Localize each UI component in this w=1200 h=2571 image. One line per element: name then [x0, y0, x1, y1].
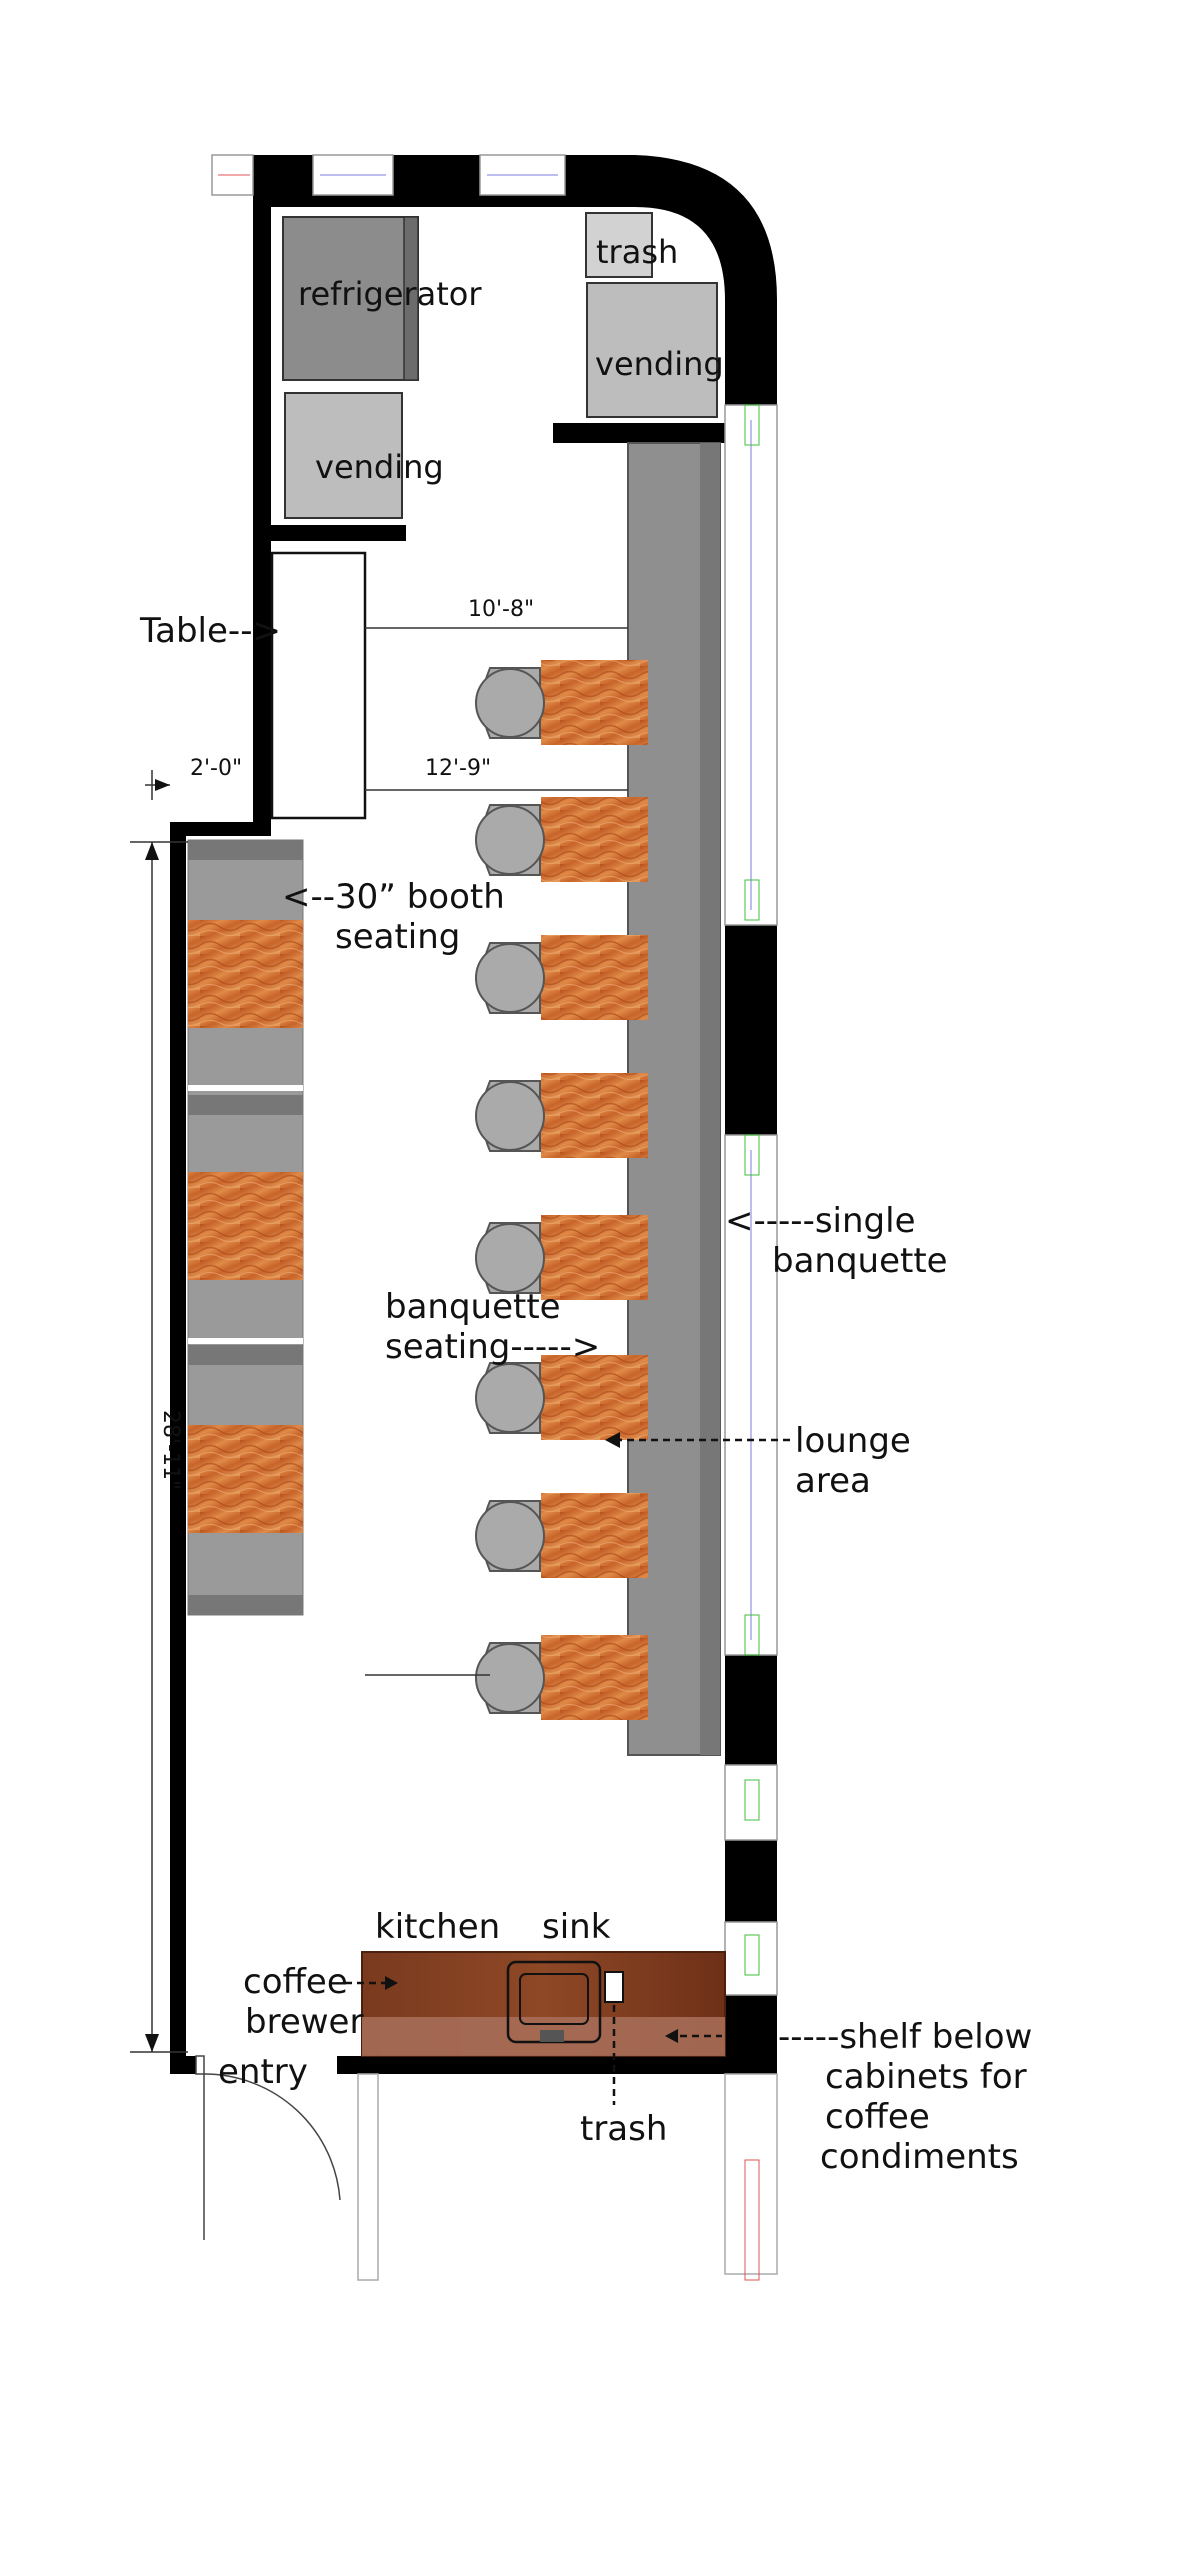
trash-bin-bottom [604, 1971, 624, 2003]
table-label: Table--> [139, 611, 281, 651]
kitchen-label: kitchen [375, 1907, 500, 1947]
trash-bottom-label: trash [580, 2109, 667, 2149]
trash-top-label: trash [596, 233, 678, 271]
booth-seating-label-2: seating [335, 917, 460, 957]
vending-machine-right: vending [586, 282, 724, 418]
booth-seating [187, 839, 304, 1616]
coffee-brewer-label-2: brewer [245, 2002, 363, 2042]
window-right-3 [724, 1764, 778, 1841]
stool [475, 1363, 545, 1433]
stool [475, 1643, 545, 1713]
dimension-wall-offset: 2'-0" [190, 756, 242, 781]
lounge-label-1: lounge [795, 1421, 911, 1461]
shelf-label-4: condiments [820, 2137, 1019, 2177]
vending-left-label: vending [315, 448, 444, 486]
shelf-label-3: coffee [825, 2097, 930, 2137]
single-banquette-label-2: banquette [772, 1241, 948, 1281]
lounge-stools [475, 667, 545, 1714]
shelf-label-1: -----shelf below [778, 2017, 1032, 2057]
shelf-label-2: cabinets for [825, 2057, 1027, 2097]
dimension-length: 28'-11" [158, 1410, 183, 1490]
walls [170, 155, 777, 2074]
stool [475, 1501, 545, 1571]
single-banquette-label-1: <-----single [725, 1201, 916, 1241]
table [270, 551, 367, 820]
booth-table-2 [188, 1172, 303, 1280]
trash-bin-top: trash [585, 212, 678, 278]
banquette-seating-label-1: banquette [385, 1287, 561, 1327]
banquette-seating-label-2: seating-----> [385, 1327, 600, 1367]
lounge-table [541, 1493, 648, 1578]
dimension-mid-width: 12'-9" [425, 756, 491, 781]
lounge-table [541, 1355, 648, 1440]
entry-label: entry [218, 2052, 308, 2092]
stool [475, 1223, 545, 1293]
stool [475, 1081, 545, 1151]
side-panel [357, 2073, 379, 2281]
vending-machine-left: vending [284, 392, 444, 519]
sink-label: sink [542, 1907, 611, 1947]
lounge-label-2: area [795, 1461, 871, 1501]
window-right-4 [724, 1921, 778, 1996]
dimension-top-width: 10'-8" [468, 597, 534, 622]
vending-right-label: vending [595, 345, 724, 383]
refrigerator: refrigerator [282, 216, 482, 381]
lounge-table [541, 1073, 648, 1158]
kitchen-counter [361, 1951, 726, 2057]
stool [475, 805, 545, 875]
refrigerator-label: refrigerator [298, 275, 482, 313]
booth-table-3 [188, 1425, 303, 1533]
coffee-brewer-label-1: coffee [243, 1962, 348, 2002]
lounge-table [541, 797, 648, 882]
dimension-lines [130, 627, 628, 2053]
booth-table-1 [188, 920, 303, 1028]
exterior-panel [724, 2073, 778, 2275]
lounge-table [541, 1635, 648, 1720]
lounge-table [541, 935, 648, 1020]
exterior-door [744, 2159, 760, 2281]
lounge-tables [541, 660, 648, 1720]
entry-door [195, 2055, 341, 2240]
lounge-table [541, 660, 648, 745]
stool [475, 943, 545, 1013]
stool [475, 668, 545, 738]
booth-seating-label-1: <--30” booth [282, 877, 505, 917]
lounge-table [541, 1215, 648, 1300]
